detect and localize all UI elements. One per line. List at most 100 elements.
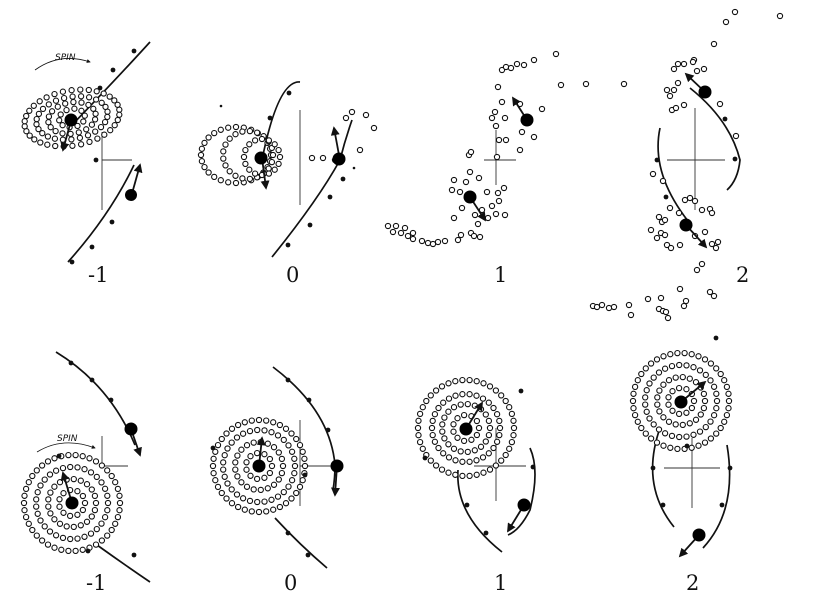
star-particle <box>692 416 700 423</box>
star-particle <box>225 179 232 186</box>
velocity-arrow-icon <box>330 126 340 156</box>
star-particle <box>479 454 487 461</box>
star-particle <box>220 466 227 473</box>
star-particle <box>493 438 501 445</box>
star-particle <box>670 65 678 73</box>
star-particle <box>98 537 106 544</box>
star-particle <box>45 113 53 120</box>
star-particle <box>85 101 92 109</box>
star-particle <box>665 377 673 384</box>
star-particle <box>94 135 101 142</box>
star-particle <box>251 170 259 177</box>
star-particle <box>683 409 690 416</box>
star-particle <box>23 112 30 120</box>
star-particle <box>74 464 81 471</box>
star-particle <box>452 471 459 478</box>
star-particle <box>83 518 91 525</box>
star-particle <box>656 387 663 394</box>
star-particle <box>275 449 282 456</box>
star-particle <box>440 450 447 457</box>
star-particle <box>643 387 650 394</box>
star-particle <box>663 241 671 249</box>
star-particle <box>101 485 109 492</box>
disk-marker <box>56 453 62 459</box>
star-particle <box>71 105 78 112</box>
star-particle <box>45 496 52 503</box>
star-particle <box>220 148 227 155</box>
star-particle <box>52 97 60 104</box>
star-particle <box>689 58 697 66</box>
star-particle <box>679 421 686 429</box>
time-step-label: 2 <box>686 571 699 595</box>
star-particle <box>667 444 674 451</box>
star-particle <box>404 232 412 240</box>
star-particle <box>198 145 206 152</box>
star-particle <box>698 260 706 268</box>
star-particle <box>293 489 300 497</box>
star-particle <box>264 440 271 447</box>
star-particle <box>81 533 88 540</box>
star-particle <box>56 117 63 124</box>
star-particle <box>88 486 95 493</box>
star-particle <box>68 87 75 94</box>
star-particle <box>116 507 123 514</box>
star-particle <box>269 151 277 159</box>
panel-0: 0 <box>209 366 344 595</box>
star-particle <box>466 376 473 384</box>
star-particle <box>725 405 732 412</box>
time-step-label: -1 <box>88 263 108 287</box>
star-particle <box>486 383 494 390</box>
star-particle <box>686 194 694 202</box>
star-particle <box>356 146 364 154</box>
galaxy-core <box>65 496 79 510</box>
star-particle <box>266 455 274 463</box>
galaxy-core <box>698 85 712 99</box>
disk-marker <box>518 388 524 394</box>
star-particle <box>114 485 122 493</box>
star-particle <box>429 431 436 439</box>
star-particle <box>530 56 538 64</box>
star-particle <box>101 118 109 126</box>
star-particle <box>228 439 235 446</box>
star-particle <box>384 222 392 230</box>
star-particle <box>701 228 709 236</box>
star-particle <box>707 435 715 442</box>
star-particle <box>225 124 232 131</box>
star-particle <box>45 101 52 108</box>
star-particle <box>485 417 493 425</box>
star-particle <box>695 442 702 449</box>
star-particle <box>450 176 458 184</box>
star-particle <box>37 482 44 489</box>
star-particle <box>253 449 261 457</box>
star-particle <box>67 463 74 471</box>
star-particle <box>72 547 79 555</box>
star-particle <box>224 480 231 487</box>
star-particle <box>246 427 254 435</box>
star-particle <box>299 477 306 484</box>
star-particle <box>41 523 48 530</box>
stray-particle <box>352 166 356 170</box>
star-particle <box>653 234 661 242</box>
star-particle <box>271 166 278 173</box>
star-particle <box>646 380 653 387</box>
star-particle <box>220 459 227 466</box>
star-particle <box>495 136 503 144</box>
star-particle <box>70 523 77 531</box>
star-particle <box>60 509 67 516</box>
star-particle <box>218 435 225 443</box>
star-particle <box>232 466 239 473</box>
star-particle <box>250 486 257 493</box>
star-particle <box>665 401 672 408</box>
time-step-label: 0 <box>284 571 297 595</box>
star-particle <box>234 452 241 459</box>
star-particle <box>710 383 718 390</box>
orbit-marker <box>69 259 75 265</box>
star-particle <box>34 510 41 517</box>
star-particle <box>690 397 698 405</box>
star-particle <box>91 506 99 514</box>
star-particle <box>672 374 679 381</box>
star-particle <box>477 443 485 450</box>
star-particle <box>642 401 649 408</box>
star-particle <box>631 383 639 391</box>
